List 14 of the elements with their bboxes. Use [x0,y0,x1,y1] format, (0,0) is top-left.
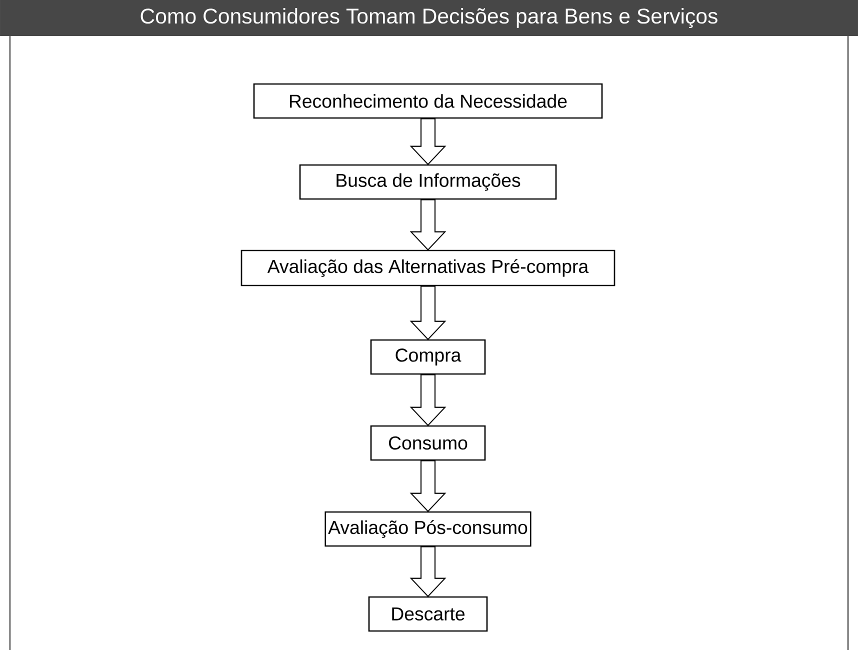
step-box: Reconhecimento da Necessidade [253,83,603,119]
arrow [410,374,446,426]
step-box: Descarte [368,596,488,632]
arrow [410,546,446,598]
step-box: Consumo [370,425,486,461]
step-box: Avaliação Pós-consumo [324,511,532,547]
step-box: Busca de Informações [299,164,557,200]
title-bar: Como Consumidores Tomam Decisões para Bens e Serviços [0,0,858,36]
arrow [410,286,446,340]
arrow [410,118,446,166]
step-box: Compra [370,339,486,375]
arrow [410,199,446,251]
step-box: Avaliação das Alternativas Pré-compra [240,250,616,286]
arrow [410,460,446,512]
